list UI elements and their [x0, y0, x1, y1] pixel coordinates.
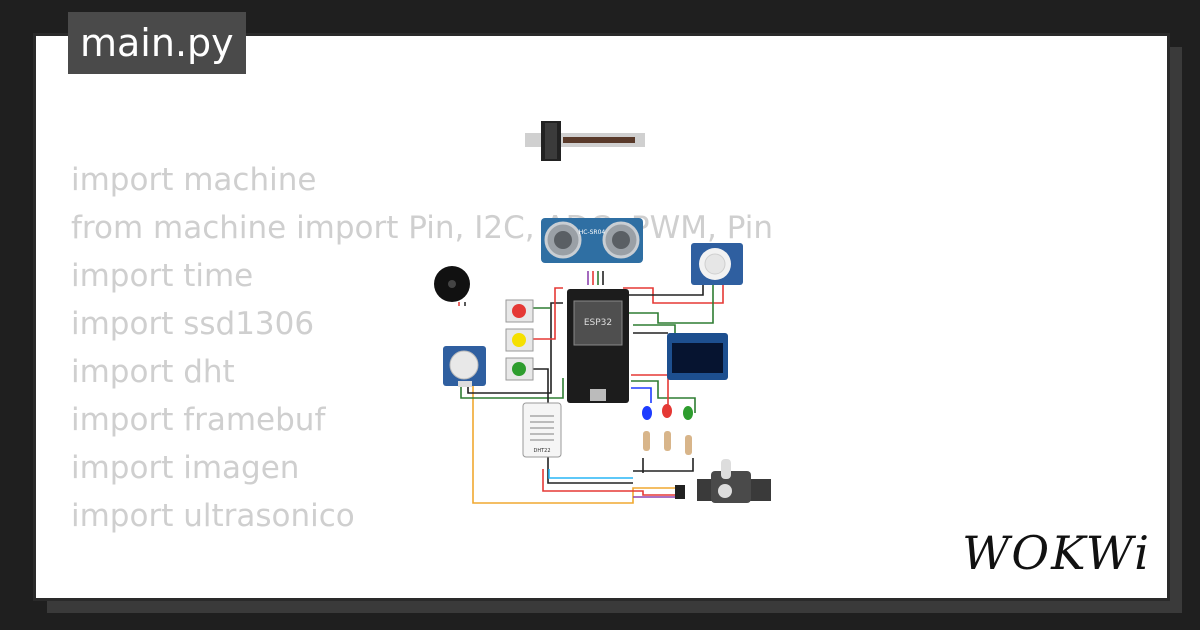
oled-display — [667, 333, 728, 380]
code-line: import framebuf — [71, 402, 326, 438]
rotary-potentiometer — [443, 346, 486, 387]
preview-card: import machine from machine import Pin, … — [33, 33, 1170, 601]
leds — [642, 404, 693, 420]
code-line: import imagen — [71, 450, 300, 486]
code-line: import ssd1306 — [71, 306, 315, 342]
code-line: from machine import Pin, I2C, ADC, PWM, … — [71, 210, 773, 246]
code-line: #pin lcd sda i2c — [71, 588, 773, 598]
ultrasonic-sensor: HC-SR04 — [541, 218, 643, 263]
esp32-board: ESP32 — [567, 289, 629, 403]
resistors — [643, 431, 692, 455]
servo-motor — [675, 459, 771, 503]
ultrasonic-label: HC-SR04 — [579, 229, 606, 236]
pir-sensor — [691, 243, 743, 285]
dht22-label: DHT22 — [533, 448, 550, 454]
code-line: import time — [71, 258, 254, 294]
code-line: import machine — [71, 162, 317, 198]
push-buttons — [505, 299, 534, 381]
wokwi-logo: WOKWi — [962, 526, 1151, 580]
dht22-sensor: DHT22 — [522, 402, 562, 458]
circuit-diagram: HC-SR04 — [434, 121, 771, 504]
esp32-label: ESP32 — [584, 318, 612, 328]
slide-potentiometer — [525, 121, 645, 161]
code-preview: import machine from machine import Pin, … — [71, 156, 773, 598]
code-line: import ultrasonico — [71, 498, 355, 534]
buzzer — [434, 266, 470, 306]
file-tab: main.py — [68, 12, 246, 74]
code-line: import dht — [71, 354, 235, 390]
